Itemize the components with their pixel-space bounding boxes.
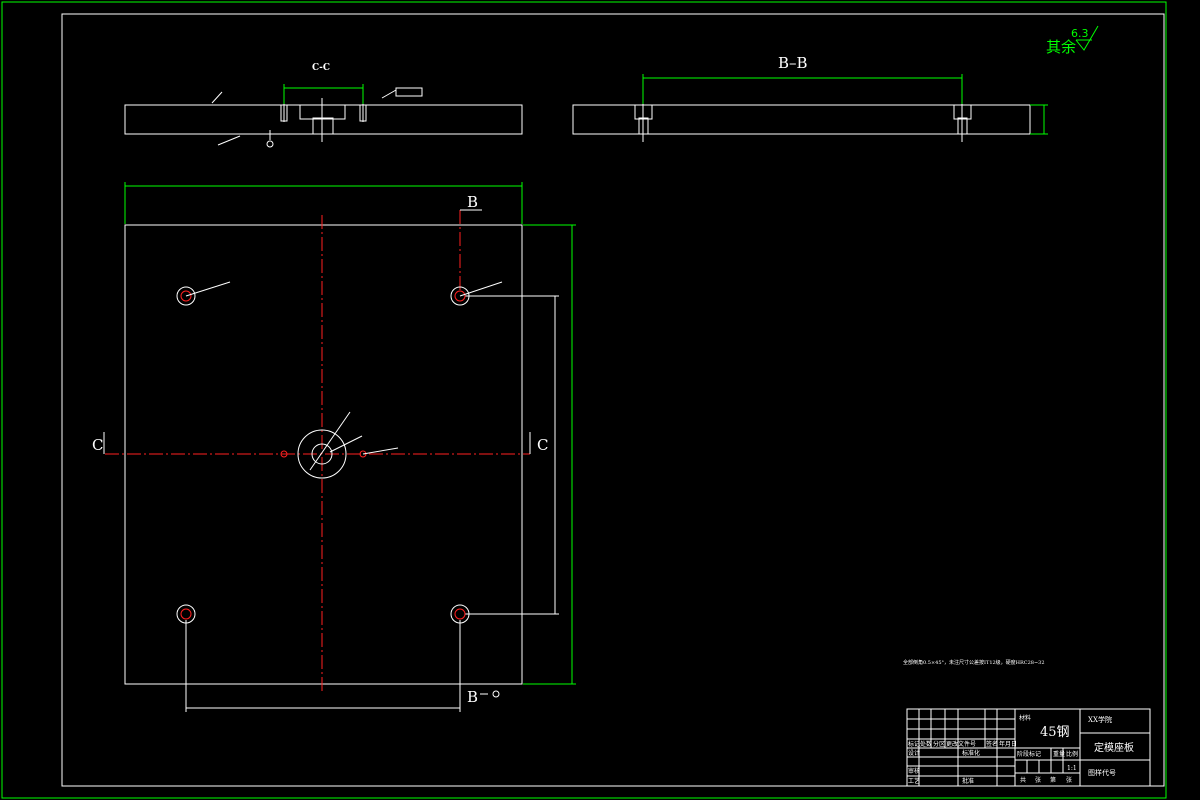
approve-label: 批准 bbox=[962, 777, 974, 785]
rev-header-count: 处数 bbox=[920, 740, 932, 748]
cut-label-b-top: B bbox=[467, 193, 478, 211]
rev-header-zone: 分区 bbox=[933, 740, 945, 748]
hole-bottom-right bbox=[450, 604, 470, 624]
section-cc-view: C-C bbox=[124, 63, 523, 148]
sheet-number-label: 第 bbox=[1050, 776, 1056, 784]
section-bb-label: B–B bbox=[778, 54, 808, 72]
sheets-unit-1: 张 bbox=[1035, 776, 1041, 784]
plan-view: B B C C bbox=[92, 182, 576, 712]
part-name: 定模座板 bbox=[1094, 741, 1134, 754]
roughness-value-text: 6.3 bbox=[1071, 27, 1089, 40]
sheets-total-label: 共 bbox=[1020, 776, 1026, 784]
section-bb-view: B–B bbox=[572, 54, 1048, 142]
roughness-symbol: 其余 6.3 bbox=[1046, 25, 1099, 56]
weight-label: 重量 bbox=[1053, 750, 1065, 758]
small-screw-holes bbox=[280, 447, 399, 458]
rev-header-doc: 更改文件号 bbox=[946, 740, 976, 748]
section-cc-label: C-C bbox=[312, 63, 330, 73]
sheets-unit-2: 张 bbox=[1066, 776, 1072, 784]
row-label-design: 设计 bbox=[908, 749, 920, 757]
hole-bottom-left bbox=[176, 604, 196, 624]
plate-outline bbox=[124, 224, 523, 685]
material-label: 材料 bbox=[1019, 714, 1031, 722]
row-label-process: 工艺 bbox=[908, 777, 920, 785]
standardize-label: 标准化 bbox=[962, 749, 980, 757]
hole-top-left bbox=[176, 281, 231, 306]
hole-top-right bbox=[450, 281, 503, 306]
rev-header-date: 年月日 bbox=[999, 740, 1017, 748]
stage-label: 阶段标记 bbox=[1017, 750, 1041, 758]
rev-header-mark: 标记 bbox=[908, 740, 920, 748]
title-block: 材料 45钢 XX学院 定模座板 图样代号 阶段标记 重量 比例 1:1 共 张… bbox=[906, 708, 1151, 787]
material-value: 45钢 bbox=[1040, 725, 1070, 740]
scale-value: 1:1 bbox=[1067, 765, 1077, 772]
drawing-code-label: 图样代号 bbox=[1088, 768, 1116, 777]
cut-label-c-left: C bbox=[92, 436, 103, 454]
cut-label-c-right: C bbox=[537, 436, 548, 454]
outer-border bbox=[1, 1, 1167, 799]
technical-requirement-note: 全部倒角0.5×45°，未注尺寸公差按IT12级，硬度HRC28~32 bbox=[903, 659, 1045, 666]
central-bore bbox=[297, 411, 363, 479]
cut-label-b-bottom: B bbox=[467, 688, 478, 706]
row-label-review: 审核 bbox=[908, 767, 920, 775]
roughness-note-text: 其余 bbox=[1046, 38, 1076, 56]
scale-label: 比例 bbox=[1066, 750, 1078, 758]
inner-frame bbox=[61, 13, 1165, 787]
school-name: XX学院 bbox=[1088, 715, 1112, 724]
rev-header-sign: 签名 bbox=[986, 740, 998, 748]
